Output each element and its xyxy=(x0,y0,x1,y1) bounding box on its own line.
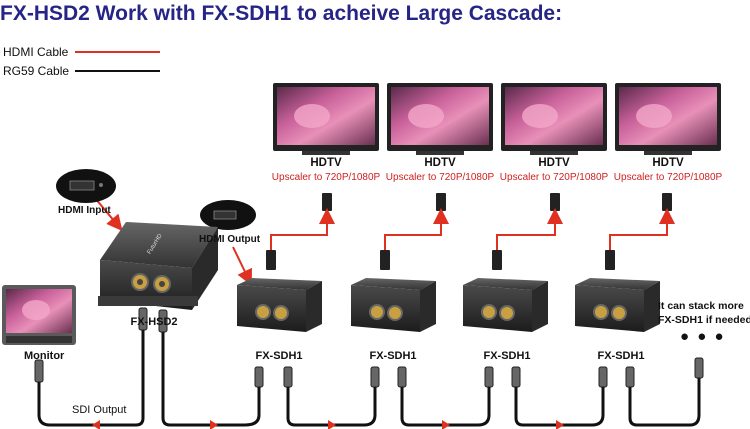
bnc-connectors xyxy=(34,307,704,388)
fx-sdh1-label-3: FX-SDH1 xyxy=(483,350,531,362)
stack-note-line-2: FX-SDH1 if needed xyxy=(658,314,750,326)
stack-note-line-1: It can stack more xyxy=(658,300,744,312)
fx-sdh1-device-3 xyxy=(463,278,548,332)
fx-hsd2-device xyxy=(98,222,218,310)
hdmi-cables xyxy=(89,191,675,286)
hdtv-2 xyxy=(387,83,493,155)
hdtv-3 xyxy=(501,83,607,155)
hdmi-input-inset xyxy=(56,169,116,203)
hdtv-4 xyxy=(615,83,721,155)
legend-hdmi-label: HDMI Cable xyxy=(3,45,69,59)
hdmi-output-label: HDMI Output xyxy=(199,234,261,245)
fx-sdh1-device-4 xyxy=(575,278,660,332)
legend-rg59-line xyxy=(75,70,160,72)
fx-sdh1-device-2 xyxy=(351,278,436,332)
signal-arrows xyxy=(92,420,564,429)
legend-hdmi-line xyxy=(75,51,160,53)
legend-rg59-label: RG59 Cable xyxy=(3,64,70,78)
hdmi-output-inset xyxy=(200,200,256,230)
hdmi-input-label: HDMI Input xyxy=(58,205,111,216)
sdh1-hdmi-plugs xyxy=(266,250,615,270)
hdtv-2-sub: Upscaler to 720P/1080P xyxy=(385,172,495,183)
fx-sdh1-device-1 xyxy=(237,278,322,332)
page-title: FX-HSD2 Work with FX-SDH1 to acheive Lar… xyxy=(0,2,563,25)
fx-hsd2-label: FX-HSD2 xyxy=(130,316,178,328)
hdtv-4-sub: Upscaler to 720P/1080P xyxy=(613,172,723,183)
hdtv-1-sub: Upscaler to 720P/1080P xyxy=(271,172,381,183)
hdtv-3-sub: Upscaler to 720P/1080P xyxy=(499,172,609,183)
fx-sdh1-label-1: FX-SDH1 xyxy=(255,350,303,362)
monitor-label: Monitor xyxy=(24,350,65,362)
monitor-device xyxy=(2,285,76,345)
tv-hdmi-plugs xyxy=(322,193,672,211)
hdtv-2-label: HDTV xyxy=(424,157,456,169)
fx-sdh1-label-4: FX-SDH1 xyxy=(597,350,645,362)
ellipsis-dots: ● ● ● xyxy=(680,328,726,345)
fx-sdh1-label-2: FX-SDH1 xyxy=(369,350,417,362)
hdtv-4-label: HDTV xyxy=(652,157,684,169)
sdi-output-label: SDI Output xyxy=(72,404,127,416)
hdtv-1 xyxy=(273,83,379,155)
hdtv-3-label: HDTV xyxy=(538,157,570,169)
hdtv-1-label: HDTV xyxy=(310,157,342,169)
